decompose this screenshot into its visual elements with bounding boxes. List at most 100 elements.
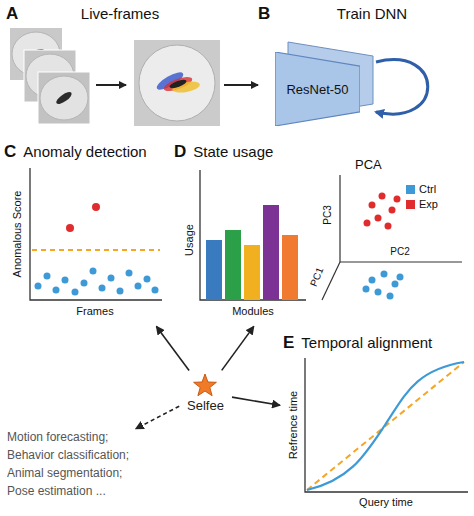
panel-letter: C	[4, 142, 16, 162]
illustration-part	[35, 283, 42, 290]
panel-title: Train DNN	[337, 5, 407, 22]
illustration-part	[339, 175, 340, 262]
axis-label: PC3	[322, 205, 334, 224]
network-block: ResNet-50	[275, 52, 360, 126]
illustration-part	[394, 196, 401, 203]
connector-arrow	[156, 326, 189, 370]
illustration-part	[282, 235, 298, 300]
panel-heading: E Temporal alignment	[283, 333, 471, 353]
illustration-part	[90, 268, 97, 275]
illustration-part	[126, 270, 133, 277]
axis-label: PC1	[308, 266, 326, 288]
panel-letter: E	[283, 333, 294, 353]
selfee-node: Selfee	[181, 372, 230, 413]
selfee-star	[194, 374, 217, 396]
legend-text: Exp	[419, 198, 438, 211]
illustration-part	[307, 362, 464, 490]
application-item: Pose estimation ...	[7, 482, 129, 500]
legend-row: Exp	[406, 197, 438, 212]
axis-label: Modules	[232, 305, 274, 318]
illustration-part	[375, 289, 382, 296]
illustration-part	[40, 76, 88, 120]
axis-label: Refrence time	[287, 391, 300, 459]
panel-letter: B	[258, 4, 270, 24]
illustration-part	[364, 193, 401, 230]
legend: CtrlExp	[406, 182, 438, 212]
axis-label: Frames	[76, 305, 113, 318]
video-frame	[38, 72, 90, 124]
usage-bar-chart	[200, 170, 306, 300]
illustration-part	[263, 205, 279, 300]
illustration-part	[206, 240, 222, 300]
illustration-part	[81, 280, 88, 287]
illustration-part	[30, 168, 162, 300]
panel-title: State usage	[193, 143, 273, 160]
illustration-part	[44, 273, 51, 280]
illustration-part	[375, 215, 382, 222]
legend-swatch	[406, 185, 415, 194]
illustration-part	[200, 170, 306, 300]
illustration-part	[387, 293, 394, 300]
pca-plot	[322, 175, 462, 300]
legend-row: Ctrl	[406, 182, 438, 197]
axis-label: Anomalous Score	[11, 191, 24, 278]
panel-heading: D State usage	[174, 142, 470, 162]
illustration-part	[389, 207, 396, 214]
panel-title: Temporal alignment	[301, 334, 432, 351]
illustration-part	[225, 230, 241, 300]
illustration-part	[66, 224, 74, 232]
application-list: Motion forecasting;Behavior classificati…	[3, 426, 133, 502]
illustration-part	[379, 193, 386, 200]
illustration-part	[307, 362, 464, 490]
flow-arrow	[96, 84, 126, 86]
flow-arrow	[224, 84, 258, 86]
panel-region: E Temporal alignment	[283, 333, 471, 511]
application-item: Motion forecasting;	[7, 428, 129, 446]
anomaly-plot	[30, 168, 162, 300]
illustration-part	[152, 287, 159, 294]
axis-label: Query time	[359, 496, 413, 509]
illustration-part	[53, 287, 60, 294]
illustration-part	[363, 271, 404, 300]
illustration-part	[322, 262, 340, 300]
illustration-part	[35, 268, 159, 296]
illustration-part	[72, 289, 79, 296]
illustration-part	[139, 45, 215, 121]
application-item: Animal segmentation;	[7, 464, 129, 482]
illustration-part	[340, 261, 462, 262]
illustration-part	[55, 90, 74, 106]
illustration-part	[144, 276, 151, 283]
merged-frame	[134, 40, 220, 126]
legend-swatch	[406, 200, 415, 209]
illustration-part	[385, 223, 392, 230]
illustration-part	[305, 358, 468, 492]
panel-title: Anomaly detection	[23, 143, 146, 160]
axis-label: Usage	[183, 224, 196, 256]
illustration-part	[92, 203, 100, 211]
connector-arrow	[136, 406, 180, 429]
illustration-part	[32, 249, 160, 251]
axis-label: PC2	[390, 246, 409, 258]
panel-region: C Anomaly detection	[4, 142, 170, 324]
panel-region: D State usage	[174, 142, 470, 324]
panel-letter: A	[6, 4, 18, 24]
training-loop-arrow	[376, 60, 428, 114]
illustration-part	[364, 220, 371, 227]
trapezoid-shape	[275, 52, 360, 126]
illustration-part	[244, 245, 260, 300]
panel-letter: D	[174, 142, 186, 162]
selfee-label: Selfee	[181, 398, 230, 413]
subplot-title: PCA	[355, 158, 382, 173]
alignment-plot	[305, 358, 468, 492]
illustration-part	[369, 202, 376, 209]
connector-arrow	[232, 397, 280, 405]
application-item: Behavior classification;	[7, 446, 129, 464]
illustration-part	[392, 281, 399, 288]
illustration-part	[363, 286, 370, 293]
network-name: ResNet-50	[286, 82, 348, 97]
panel-title: Live-frames	[81, 5, 159, 22]
illustration-part	[169, 78, 188, 90]
illustration-part	[108, 275, 115, 282]
